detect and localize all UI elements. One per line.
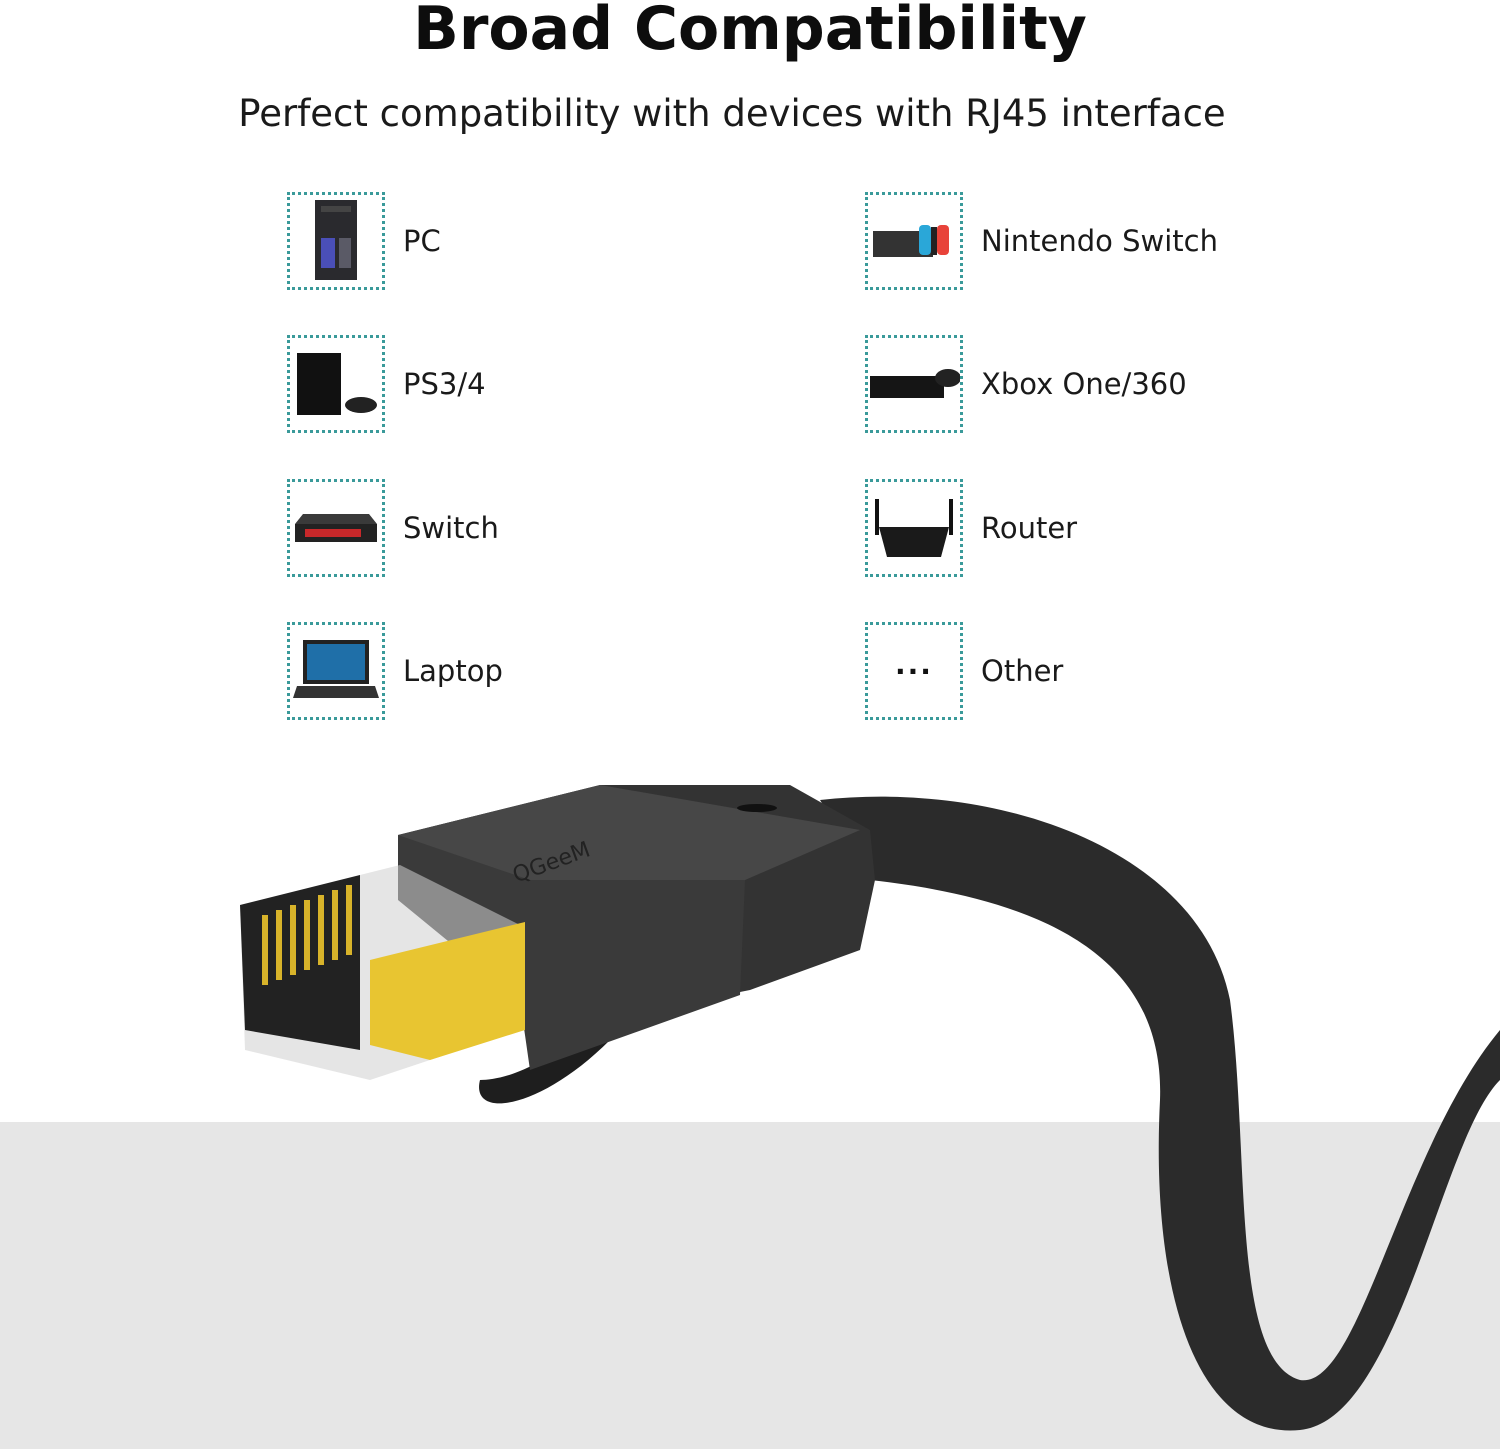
page-subtitle: Perfect compatibility with devices with … bbox=[238, 92, 1226, 135]
laptop-icon bbox=[287, 622, 385, 720]
nintendo-switch-icon bbox=[865, 192, 963, 290]
device-item-xbox: Xbox One/360 bbox=[865, 335, 1187, 433]
router-icon bbox=[865, 479, 963, 577]
gold-shield bbox=[370, 922, 525, 1060]
playstation-icon bbox=[287, 335, 385, 433]
device-label: Router bbox=[981, 511, 1078, 545]
device-label: Nintendo Switch bbox=[981, 224, 1218, 258]
device-item-nintendo-switch: Nintendo Switch bbox=[865, 192, 1218, 290]
device-label: Switch bbox=[403, 511, 499, 545]
device-item-other: ··· Other bbox=[865, 622, 1063, 720]
device-label: PS3/4 bbox=[403, 367, 486, 401]
device-label: Laptop bbox=[403, 654, 503, 688]
device-label: Other bbox=[981, 654, 1064, 688]
gold-pins bbox=[262, 885, 352, 985]
xbox-icon bbox=[865, 335, 963, 433]
device-item-laptop: Laptop bbox=[287, 622, 503, 720]
network-switch-icon bbox=[287, 479, 385, 577]
device-item-switch: Switch bbox=[287, 479, 499, 577]
device-item-ps: PS3/4 bbox=[287, 335, 486, 433]
pc-tower-icon bbox=[287, 192, 385, 290]
device-item-router: Router bbox=[865, 479, 1077, 577]
flat-cable bbox=[820, 796, 1500, 1431]
device-label: Xbox One/360 bbox=[981, 367, 1187, 401]
device-item-pc: PC bbox=[287, 192, 441, 290]
device-label: PC bbox=[403, 224, 441, 258]
ellipsis-icon: ··· bbox=[865, 622, 963, 720]
page-title: Broad Compatibility bbox=[413, 0, 1087, 64]
